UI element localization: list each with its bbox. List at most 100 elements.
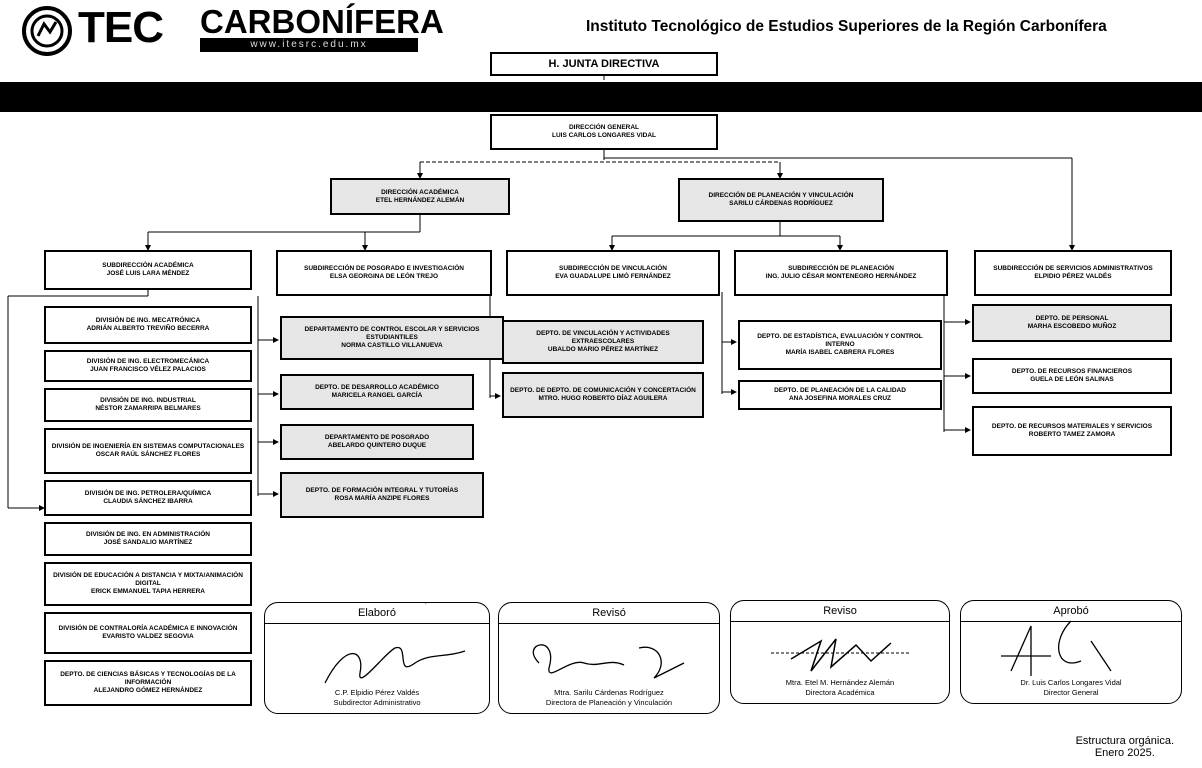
box-title: DIVISIÓN DE EDUCACIÓN A DISTANCIA Y MIXT… xyxy=(53,572,243,587)
box-name: EVA GUADALUPE LIMÓ FERNÁNDEZ xyxy=(555,273,671,280)
division-box: DIVISIÓN DE ING. ELECTROMECÁNICA JUAN FR… xyxy=(44,350,252,382)
box-name: ADRIÁN ALBERTO TREVIÑO BECERRA xyxy=(86,325,210,332)
signature-scribble-icon xyxy=(532,644,685,679)
signer-role: Directora de Planeación y Vinculación xyxy=(545,698,673,707)
box-title: SUBDIRECCIÓN DE POSGRADO E INVESTIGACIÓN xyxy=(304,265,464,272)
box-title: DIRECCIÓN DE PLANEACIÓN Y VINCULACIÓN xyxy=(708,192,854,199)
box-name: UBALDO MARIO PÉREZ MARTÍNEZ xyxy=(547,346,659,353)
planeacion-depto-box: DEPTO. DE PLANEACIÓN DE LA CALIDAD ANA J… xyxy=(738,380,942,410)
signer-role: Directora Académica xyxy=(805,688,875,697)
division-box: DIVISIÓN DE CONTRALORÍA ACADÉMICA E INNO… xyxy=(44,612,252,654)
box-title: DEPTO. DE PERSONAL xyxy=(1035,315,1109,322)
box-title: DIVISIÓN DE ING. INDUSTRIAL xyxy=(100,397,196,404)
signer-role: Subdirector Administrativo xyxy=(333,698,421,707)
vinculacion-depto-box: DEPTO. DE VINCULACIÓN Y ACTIVIDADES EXTR… xyxy=(502,320,704,364)
subdireccion-servicios-box: SUBDIRECCIÓN DE SERVICIOS ADMINISTRATIVO… xyxy=(974,250,1172,296)
box-title: SUBDIRECCIÓN DE SERVICIOS ADMINISTRATIVO… xyxy=(993,265,1153,272)
signature-label: Elaboró xyxy=(358,607,396,619)
box-name: EVARISTO VALDEZ SEGOVIA xyxy=(102,633,194,640)
signer-role: Director General xyxy=(1043,688,1099,697)
box-name: ELSA GEORGINA DE LEÓN TREJO xyxy=(329,273,439,280)
box-title: SUBDIRECCIÓN DE VINCULACIÓN xyxy=(559,265,667,272)
box-name: MARICELA RANGEL GARCÍA xyxy=(331,392,423,399)
footer-line-2: Enero 2025. xyxy=(1094,747,1155,759)
box-name: ANA JOSEFINA MORALES CRUZ xyxy=(788,395,892,402)
division-box: DIVISIÓN DE ING. MECATRÓNICA ADRIÁN ALBE… xyxy=(44,306,252,344)
posgrado-depto-box: DEPARTAMENTO DE CONTROL ESCOLAR Y SERVIC… xyxy=(280,316,504,360)
servicios-depto-box: DEPTO. DE RECURSOS MATERIALES Y SERVICIO… xyxy=(972,406,1172,456)
box-name: NÉSTOR ZAMARRIPA BELMARES xyxy=(95,405,201,412)
servicios-depto-box: DEPTO. DE PERSONAL MARHA ESCOBEDO MUÑOZ xyxy=(972,304,1172,342)
direccion-planeacion-box: DIRECCIÓN DE PLANEACIÓN Y VINCULACIÓN SA… xyxy=(678,178,884,222)
box-title: DEPTO. DE ESTADÍSTICA, EVALUACIÓN Y CONT… xyxy=(757,333,923,348)
box-name: ING. JULIO CÉSAR MONTENEGRO HERNÁNDEZ xyxy=(765,273,917,280)
box-title: DIVISIÓN DE ING. EN ADMINISTRACIÓN xyxy=(86,531,210,538)
box-name: ETEL HERNÁNDEZ ALEMÁN xyxy=(375,196,465,204)
box-name: ERICK EMMANUEL TAPIA HERRERA xyxy=(91,588,205,595)
subdireccion-posgrado-box: SUBDIRECCIÓN DE POSGRADO E INVESTIGACIÓN… xyxy=(276,250,492,296)
box-name: JOSÉ SANDALIO MARTÍNEZ xyxy=(103,539,193,546)
box-title: DEPTO. DE DEPTO. DE COMUNICACIÓN Y CONCE… xyxy=(510,387,696,394)
box-name: MTRO. HUGO ROBERTO DÍAZ AGUILERA xyxy=(538,395,668,402)
box-title: DEPARTAMENTO DE CONTROL ESCOLAR Y SERVIC… xyxy=(304,326,480,341)
division-box: DIVISIÓN DE ING. PETROLERA/QUÍMICA CLAUD… xyxy=(44,480,252,516)
logo-carbonifera: CARBONÍFERA xyxy=(200,3,444,40)
signature-box-reviso-2: Reviso Mtra. Etel M. Hernández Alemán Di… xyxy=(730,600,950,704)
box-name: NORMA CASTILLO VILLANUEVA xyxy=(341,342,443,349)
junta-title: H. JUNTA DIRECTIVA xyxy=(548,57,660,70)
box-name: MARHA ESCOBEDO MUÑOZ xyxy=(1027,323,1117,330)
box-title: DEPTO. DE CIENCIAS BÁSICAS Y TECNOLOGÍAS… xyxy=(60,671,236,686)
signature-label: Reviso xyxy=(823,605,857,617)
planeacion-depto-box: DEPTO. DE ESTADÍSTICA, EVALUACIÓN Y CONT… xyxy=(738,320,942,370)
vinculacion-depto-box: DEPTO. DE DEPTO. DE COMUNICACIÓN Y CONCE… xyxy=(502,372,704,418)
posgrado-depto-box: DEPTO. DE FORMACIÓN INTEGRAL Y TUTORÍAS … xyxy=(280,472,484,518)
box-title: DIRECCIÓN ACADÉMICA xyxy=(381,188,459,196)
box-name: JOSÉ LUIS LARA MÉNDEZ xyxy=(106,270,190,277)
subdireccion-academica-box: SUBDIRECCIÓN ACADÉMICA JOSÉ LUIS LARA MÉ… xyxy=(44,250,252,290)
footer-note: Estructura orgánica. Enero 2025. xyxy=(1076,735,1174,759)
signature-box-elaboro: Elaboró C.P. Elpidio Pérez Valdés Subdir… xyxy=(264,602,490,714)
logo-tec: TEC xyxy=(78,3,164,52)
signer-name: Mtra. Sarilu Cárdenas Rodríguez xyxy=(554,688,664,697)
box-title: DIVISIÓN DE CONTRALORÍA ACADÉMICA E INNO… xyxy=(58,625,238,632)
box-title: DIVISIÓN DE ING. MECATRÓNICA xyxy=(95,317,201,324)
box-name: ALEJANDRO GÓMEZ HERNÁNDEZ xyxy=(93,687,203,694)
signature-label: Revisó xyxy=(592,607,626,619)
division-box: DEPTO. DE CIENCIAS BÁSICAS Y TECNOLOGÍAS… xyxy=(44,660,252,706)
logo-url: www.itesrc.edu.mx xyxy=(200,38,418,52)
box-name: LUIS CARLOS LONGARES VIDAL xyxy=(551,132,656,139)
box-title: SUBDIRECCIÓN ACADÉMICA xyxy=(102,262,194,269)
box-title: DEPTO. DE VINCULACIÓN Y ACTIVIDADES EXTR… xyxy=(536,330,670,345)
box-title: DEPTO. DE RECURSOS FINANCIEROS xyxy=(1011,368,1133,375)
footer-line-1: Estructura orgánica. xyxy=(1075,735,1174,747)
division-box: DIVISIÓN DE ING. INDUSTRIAL NÉSTOR ZAMAR… xyxy=(44,388,252,422)
box-title: DEPARTAMENTO DE POSGRADO xyxy=(324,434,430,441)
box-name: JUAN FRANCISCO VÉLEZ PALACIOS xyxy=(90,366,206,373)
box-title: DIRECCIÓN GENERAL xyxy=(568,124,640,131)
signer-name: Dr. Luis Carlos Longares Vidal xyxy=(1020,678,1122,687)
signature-label: Aprobó xyxy=(1053,605,1089,617)
division-box: DIVISIÓN DE INGENIERÍA EN SISTEMAS COMPU… xyxy=(44,428,252,474)
box-name: SARILU CÁRDENAS RODRÍGUEZ xyxy=(729,200,833,207)
signature-box-aprobo: Aprobó Dr. Luis Carlos Longares Vidal Di… xyxy=(960,600,1182,704)
institute-name: Instituto Tecnológico de Estudios Superi… xyxy=(586,18,1107,35)
box-title: SUBDIRECCIÓN DE PLANEACIÓN xyxy=(788,265,894,272)
posgrado-depto-box: DEPTO. DE DESARROLLO ACADÉMICO MARICELA … xyxy=(280,374,474,410)
signature-scribble-icon xyxy=(771,638,911,672)
signer-name: Mtra. Etel M. Hernández Alemán xyxy=(785,678,895,687)
box-title: DEPTO. DE RECURSOS MATERIALES Y SERVICIO… xyxy=(991,423,1153,430)
division-box: DIVISIÓN DE EDUCACIÓN A DISTANCIA Y MIXT… xyxy=(44,562,252,606)
box-name: GUELA DE LEÓN SALINAS xyxy=(1030,376,1114,383)
header-band xyxy=(0,82,1202,112)
posgrado-depto-box: DEPARTAMENTO DE POSGRADO ABELARDO QUINTE… xyxy=(280,424,474,460)
junta-directiva-box: H. JUNTA DIRECTIVA xyxy=(490,52,718,76)
box-title: DEPTO. DE DESARROLLO ACADÉMICO xyxy=(315,384,439,391)
box-name: ELPIDIO PÉREZ VALDÉS xyxy=(1034,273,1112,280)
box-name: OSCAR RAÚL SÁNCHEZ FLORES xyxy=(95,451,201,458)
direccion-general-box: DIRECCIÓN GENERAL LUIS CARLOS LONGARES V… xyxy=(490,114,718,150)
box-name: ROSA MARÍA ANZIPE FLORES xyxy=(334,495,430,502)
seal-logo-icon xyxy=(22,6,72,56)
division-box: DIVISIÓN DE ING. EN ADMINISTRACIÓN JOSÉ … xyxy=(44,522,252,556)
signature-scribble-icon xyxy=(1001,620,1112,676)
box-title: DIVISIÓN DE INGENIERÍA EN SISTEMAS COMPU… xyxy=(51,443,245,450)
